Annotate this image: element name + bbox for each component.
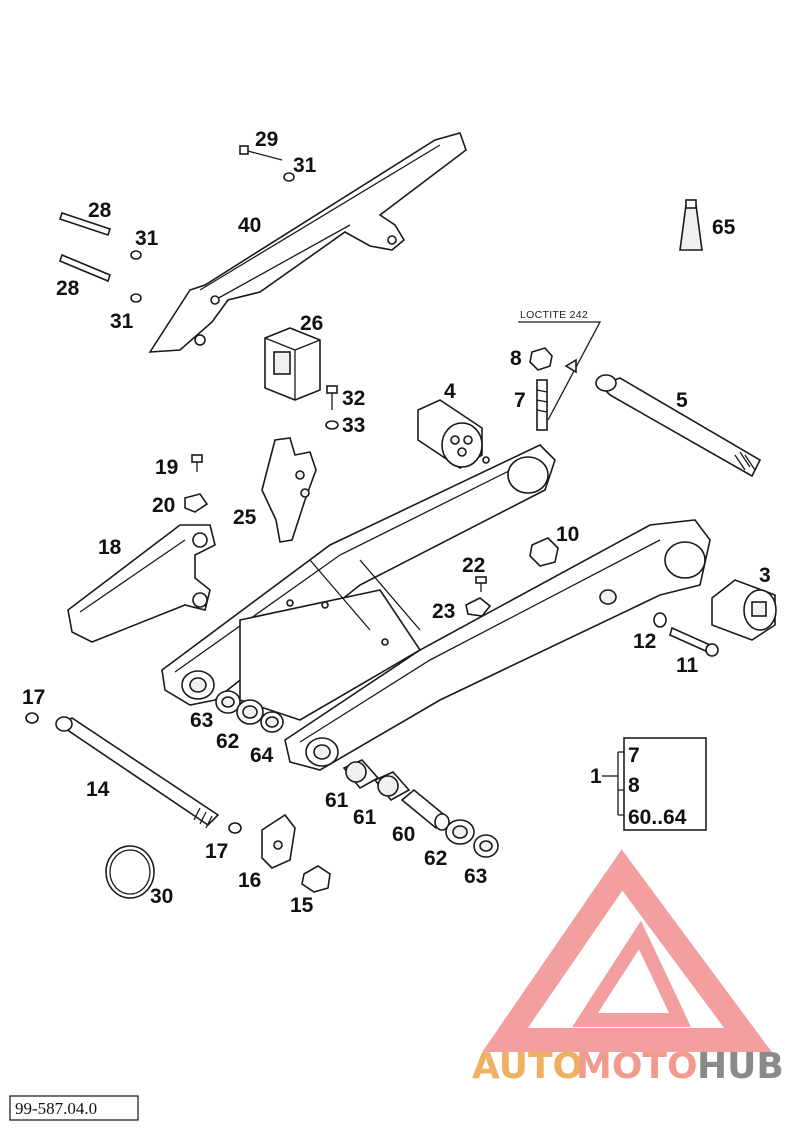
- watermark-part1: AUTO: [472, 1046, 583, 1087]
- plate-16-part: [261, 813, 296, 869]
- washer-31-part: [130, 172, 295, 303]
- bolt-11-part: [669, 626, 719, 657]
- nut-20-part: [184, 493, 209, 513]
- bushing-3-part: [711, 579, 777, 641]
- watermark-text: AUTO MOTO HUB: [472, 1046, 784, 1087]
- label-5: 5: [676, 389, 688, 412]
- label-31c: 31: [110, 310, 134, 333]
- label-31b: 31: [135, 227, 159, 250]
- label-23: 23: [432, 600, 455, 623]
- chain-slider-18-part: [67, 524, 216, 643]
- bolt-28-part: [58, 211, 112, 283]
- needle-bearing-61b-part: [373, 771, 411, 802]
- watermark-part2: MOTO: [576, 1046, 698, 1087]
- document-reference-number: 99-587.04.0: [15, 1099, 97, 1118]
- stud-7-part: [536, 379, 548, 431]
- bolt-19-part: [191, 454, 203, 472]
- nut-8-part: [529, 347, 577, 374]
- kit-item-1: 8: [628, 774, 640, 797]
- pivot-axle-5-part: [595, 374, 762, 478]
- label-28a: 28: [88, 199, 112, 222]
- washer-12-part: [653, 612, 667, 628]
- bearing-63-right-part: [473, 834, 499, 858]
- label-10: 10: [556, 523, 579, 546]
- label-61a: 61: [325, 789, 349, 812]
- document-reference: 99-587.04.0: [9, 1095, 139, 1121]
- kit-item-0: 7: [628, 744, 640, 767]
- label-25: 25: [233, 506, 257, 529]
- swingarm-part: [161, 444, 711, 771]
- spacer-60-part: [400, 788, 450, 831]
- chain-guard-part: [148, 132, 467, 353]
- bolt-22-part: [475, 576, 487, 592]
- seal-62-right-part: [445, 819, 475, 845]
- label-60: 60: [392, 823, 415, 846]
- label-33: 33: [342, 414, 365, 437]
- bolt-29-part: [239, 145, 283, 161]
- needle-bearing-61a-part: [342, 759, 380, 790]
- label-18: 18: [98, 536, 122, 559]
- label-63a: 63: [190, 709, 213, 732]
- loctite-label: LOCTITE 242: [520, 309, 588, 321]
- grease-bottle-part: [679, 199, 703, 251]
- label-62b: 62: [424, 847, 447, 870]
- label-4: 4: [444, 380, 456, 403]
- label-29: 29: [255, 128, 278, 151]
- cap-17-part: [25, 712, 242, 834]
- bushing-4-part: [417, 399, 483, 469]
- label-64: 64: [250, 744, 274, 767]
- label-26: 26: [300, 312, 323, 335]
- label-20: 20: [152, 494, 175, 517]
- label-31a: 31: [293, 154, 317, 177]
- label-16: 16: [238, 869, 261, 892]
- label-61b: 61: [353, 806, 377, 829]
- label-32: 32: [342, 387, 365, 410]
- pivot-axle-14-part: [55, 716, 220, 829]
- chain-slider-block-part: [264, 327, 321, 401]
- label-63b: 63: [464, 865, 487, 888]
- label-14: 14: [86, 778, 110, 801]
- clip-23-part: [465, 597, 492, 617]
- label-1: 1: [590, 765, 602, 788]
- bearing-63-left-part: [215, 690, 241, 714]
- seal-62-left-part: [236, 699, 264, 725]
- kit-box: 7 8 60..64: [602, 737, 707, 831]
- label-40: 40: [238, 214, 261, 237]
- label-17a: 17: [22, 686, 45, 709]
- label-15: 15: [290, 894, 314, 917]
- nut-10-part: [529, 537, 559, 567]
- label-7: 7: [514, 389, 526, 412]
- label-11: 11: [676, 654, 699, 677]
- washer-33-part: [325, 420, 339, 430]
- label-19: 19: [155, 456, 178, 479]
- label-12: 12: [633, 630, 656, 653]
- label-62a: 62: [216, 730, 239, 753]
- label-8: 8: [510, 347, 522, 370]
- label-65: 65: [712, 216, 736, 239]
- ring-64-part: [260, 711, 284, 733]
- clamp-30-part: [105, 845, 155, 899]
- brake-bracket-25-part: [261, 437, 317, 543]
- bolt-32-part: [326, 385, 338, 410]
- label-30: 30: [150, 885, 173, 908]
- nut-15-part: [301, 865, 331, 893]
- loctite-note: LOCTITE 242: [518, 309, 602, 421]
- label-22: 22: [462, 554, 485, 577]
- kit-item-2: 60..64: [628, 806, 687, 829]
- label-28b: 28: [56, 277, 80, 300]
- label-3: 3: [759, 564, 771, 587]
- watermark-part3: HUB: [697, 1046, 784, 1087]
- label-17b: 17: [205, 840, 228, 863]
- watermark-logo-icon: [482, 849, 772, 1052]
